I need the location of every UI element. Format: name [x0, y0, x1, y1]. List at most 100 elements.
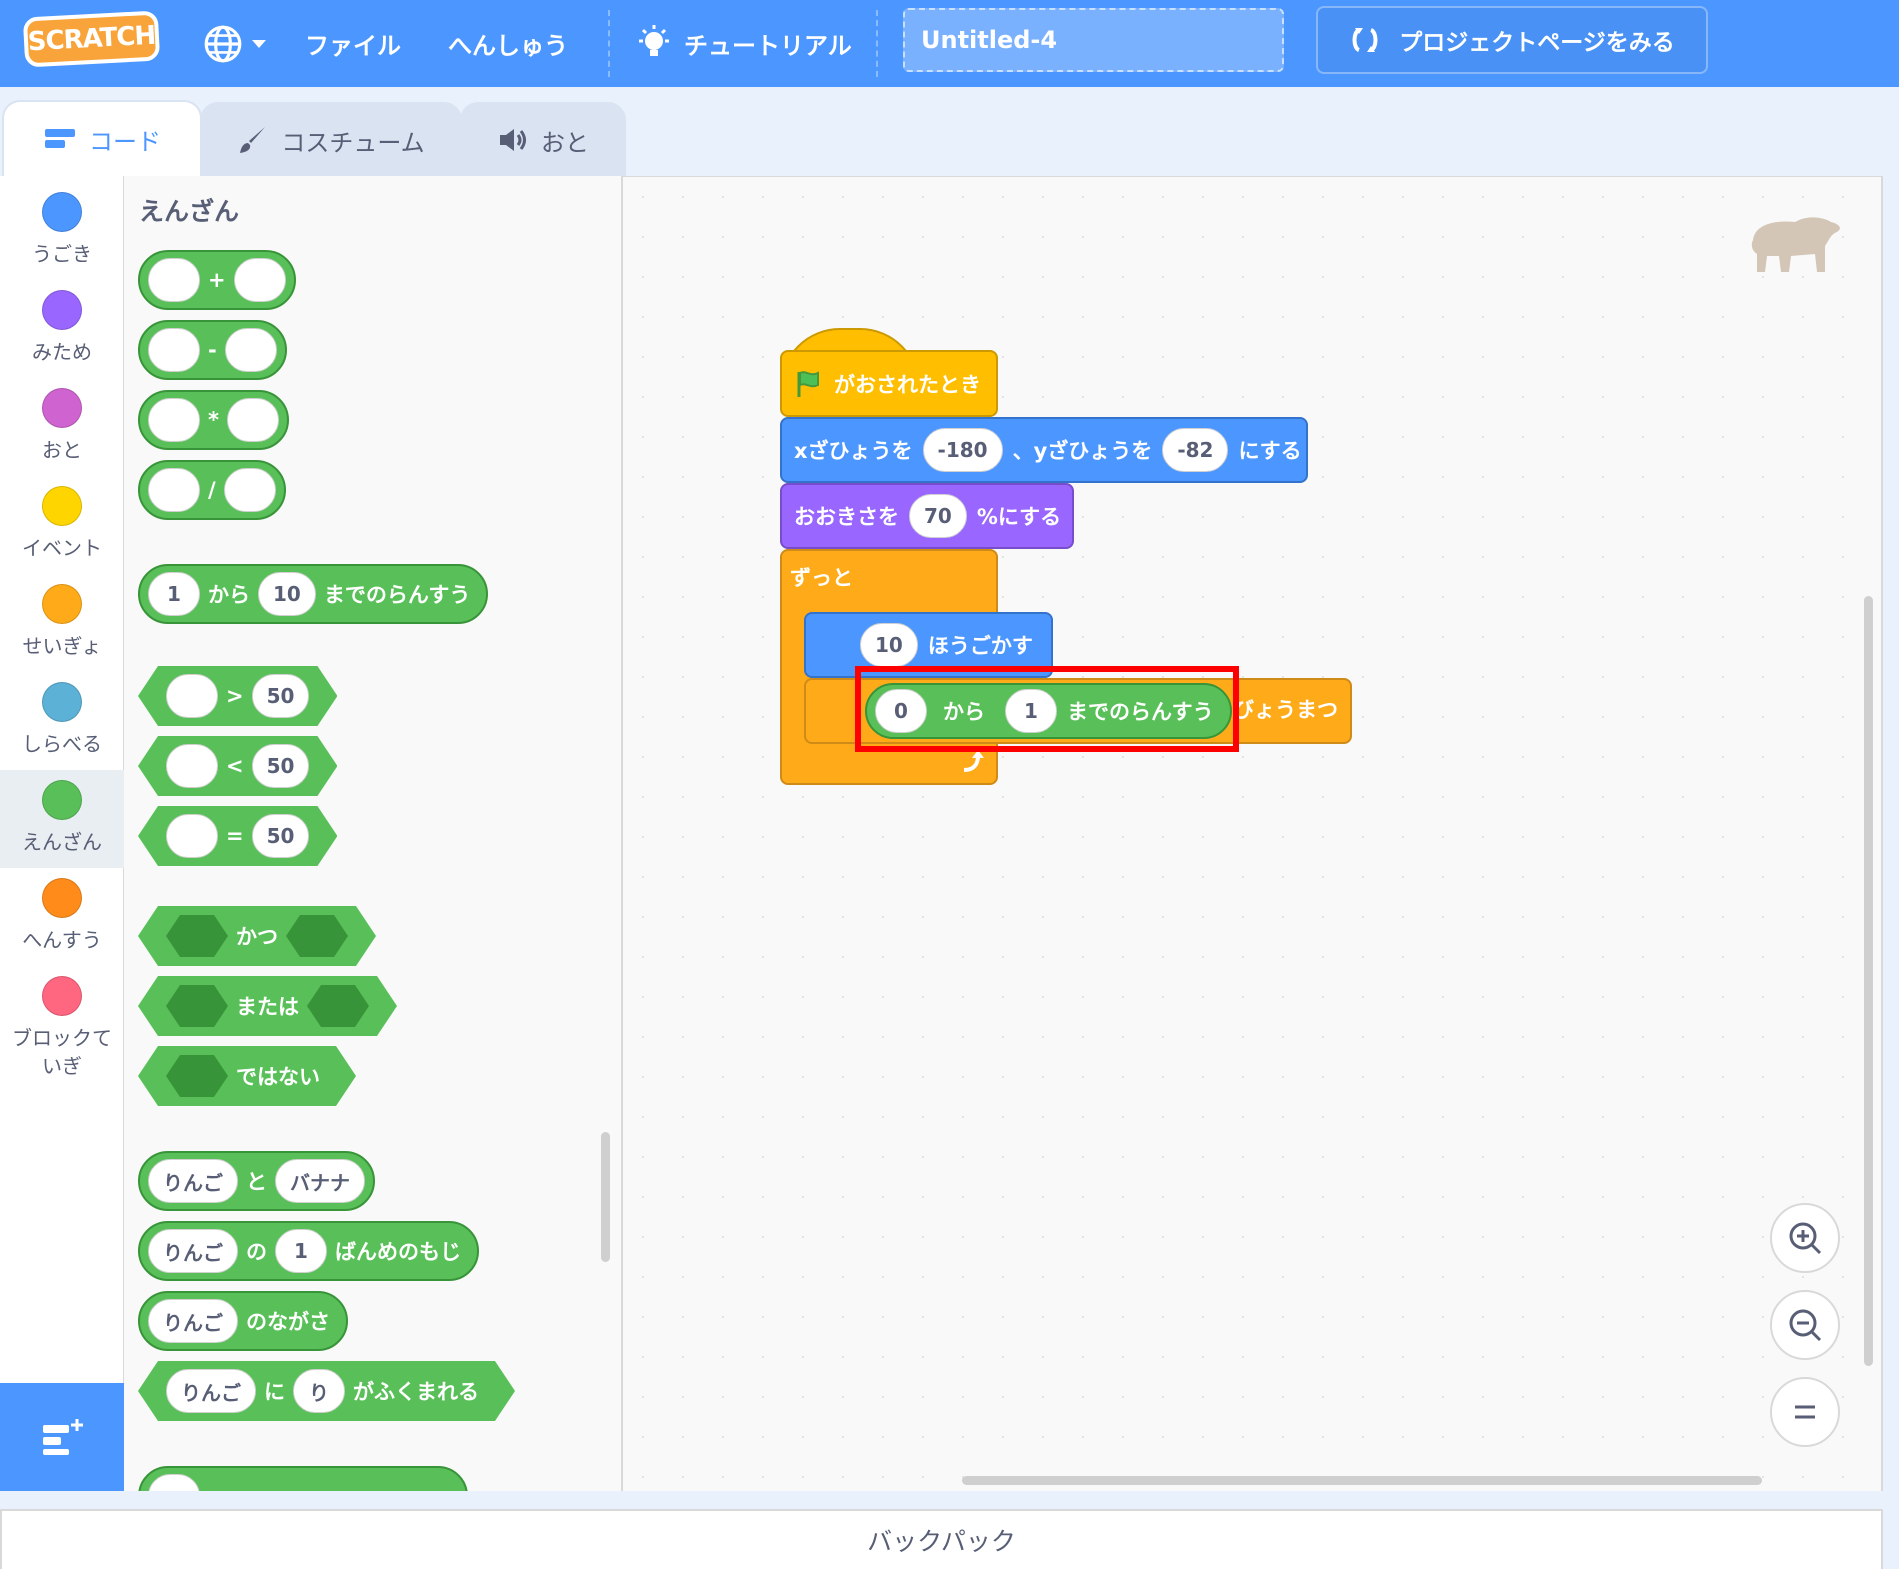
operand-slot[interactable] — [233, 258, 286, 302]
random-to-input[interactable]: 10 — [258, 572, 316, 616]
backpack-label: バックパック — [867, 1527, 1016, 1556]
operator-symbol: * — [208, 408, 219, 432]
category-looks[interactable]: みため — [0, 280, 124, 378]
string-input[interactable]: りんご — [148, 1229, 238, 1273]
category-motion[interactable]: うごき — [0, 182, 124, 280]
contains-block[interactable]: りんごにりがふくまれる — [138, 1361, 515, 1421]
operand-slot[interactable] — [224, 328, 277, 372]
boolean-slot[interactable] — [166, 915, 228, 957]
category-my-blocks[interactable]: ブロックて いぎ — [0, 966, 124, 1086]
zoom-out-button[interactable] — [1770, 1290, 1840, 1360]
operator-symbol: < — [226, 754, 244, 778]
zoom-in-button[interactable] — [1770, 1203, 1840, 1273]
see-project-page-button[interactable]: プロジェクトページをみる — [1316, 6, 1708, 74]
category-dot — [42, 290, 82, 330]
operand-slot[interactable] — [148, 468, 200, 512]
tab-code[interactable]: コード — [2, 100, 202, 176]
bear-sprite-icon — [1751, 217, 1840, 272]
operator-symbol: - — [208, 338, 217, 362]
category-operators[interactable]: えんざん — [0, 770, 124, 868]
block-text: のながさ — [246, 1310, 330, 1334]
code-blocks-icon — [45, 129, 75, 148]
or-block[interactable]: または — [138, 976, 397, 1036]
tab-sound[interactable]: おと — [460, 102, 626, 176]
zoom-reset-button[interactable] — [1770, 1377, 1840, 1447]
multiply-block[interactable]: * — [138, 390, 289, 450]
steps-input[interactable]: 10 — [860, 623, 918, 667]
operand-slot[interactable]: 50 — [252, 814, 310, 858]
random-from-input[interactable]: 0 — [875, 689, 927, 733]
boolean-slot[interactable] — [166, 985, 228, 1027]
boolean-slot[interactable] — [166, 1055, 228, 1097]
random-to-input[interactable]: 1 — [1005, 689, 1057, 733]
y-input[interactable]: -82 — [1162, 428, 1229, 472]
operand-slot[interactable] — [148, 258, 200, 302]
operand-slot[interactable] — [166, 674, 218, 718]
x-input[interactable]: -180 — [922, 428, 1003, 472]
equals-block[interactable]: =50 — [138, 806, 337, 866]
category-label: うごき — [32, 242, 92, 266]
string-input[interactable]: りんご — [148, 1299, 238, 1343]
when-flag-clicked-block[interactable]: がおされたとき — [780, 350, 998, 417]
operand-slot[interactable] — [148, 1474, 200, 1491]
block-text: おおきさを — [794, 505, 899, 529]
operand-slot[interactable] — [223, 468, 276, 512]
edit-menu[interactable]: へんしゅう — [448, 32, 568, 60]
file-menu[interactable]: ファイル — [305, 32, 401, 60]
project-title-input[interactable] — [903, 8, 1284, 72]
boolean-slot[interactable] — [286, 915, 348, 957]
palette-scrollbar[interactable] — [601, 1132, 610, 1262]
category-menu: うごき みため おと イベント せいぎょ しらべる えんざん へんすう ブロック… — [0, 176, 124, 1383]
category-sound[interactable]: おと — [0, 378, 124, 476]
join-block[interactable]: りんごとバナナ — [138, 1151, 375, 1211]
loop-arrow-icon — [963, 750, 984, 772]
not-block[interactable]: ではない — [138, 1046, 356, 1106]
tutorial-menu[interactable]: チュートリアル — [636, 0, 852, 87]
greater-than-block[interactable]: >50 — [138, 666, 337, 726]
pick-random-reporter[interactable]: 0 から 1 までのらんすう — [865, 683, 1232, 739]
scratch-logo[interactable]: SCRATCH — [22, 10, 161, 68]
subtract-block[interactable]: - — [138, 320, 287, 380]
length-of-block[interactable]: りんごのながさ — [138, 1291, 348, 1351]
partial-block[interactable] — [138, 1466, 468, 1491]
category-variables[interactable]: へんすう — [0, 868, 124, 966]
index-input[interactable]: 1 — [275, 1229, 327, 1273]
go-to-xy-block[interactable]: xざひょうを -180 、yざひょうを -82 にする — [780, 417, 1308, 483]
add-block[interactable]: + — [138, 250, 296, 310]
operand-slot[interactable]: 50 — [252, 674, 310, 718]
category-sensing[interactable]: しらべる — [0, 672, 124, 770]
boolean-slot[interactable] — [307, 985, 369, 1027]
menu-bar: SCRATCH ファイル へんしゅう チュートリアル プロジェクトページをみる — [0, 0, 1899, 87]
join-a-input[interactable]: りんご — [148, 1159, 238, 1203]
operand-slot[interactable] — [226, 398, 279, 442]
add-extension-button[interactable] — [0, 1383, 124, 1491]
category-control[interactable]: せいぎょ — [0, 574, 124, 672]
divide-block[interactable]: / — [138, 460, 286, 520]
random-from-input[interactable]: 1 — [148, 572, 200, 616]
join-b-input[interactable]: バナナ — [275, 1159, 365, 1203]
operand-slot[interactable] — [166, 744, 218, 788]
size-input[interactable]: 70 — [909, 494, 967, 538]
operand-slot[interactable]: 50 — [252, 744, 310, 788]
operand-slot[interactable] — [148, 398, 200, 442]
category-label: おと — [42, 438, 82, 462]
category-events[interactable]: イベント — [0, 476, 124, 574]
less-than-block[interactable]: <50 — [138, 736, 337, 796]
operand-slot[interactable] — [148, 328, 200, 372]
char-input[interactable]: り — [293, 1369, 345, 1413]
language-menu[interactable] — [202, 0, 266, 87]
tab-costume[interactable]: コスチューム — [200, 102, 462, 176]
set-size-block[interactable]: おおきさを 70 %にする — [780, 483, 1074, 549]
horizontal-scrollbar[interactable] — [962, 1476, 1762, 1485]
backpack-bar[interactable]: バックパック — [0, 1509, 1883, 1569]
block-text: から — [208, 583, 250, 607]
block-text: xざひょうを — [794, 439, 913, 463]
block-text: から — [943, 700, 985, 724]
string-input[interactable]: りんご — [166, 1369, 256, 1413]
category-label: へんすう — [22, 928, 102, 952]
operand-slot[interactable] — [166, 814, 218, 858]
and-block[interactable]: かつ — [138, 906, 376, 966]
vertical-scrollbar[interactable] — [1864, 596, 1873, 1366]
